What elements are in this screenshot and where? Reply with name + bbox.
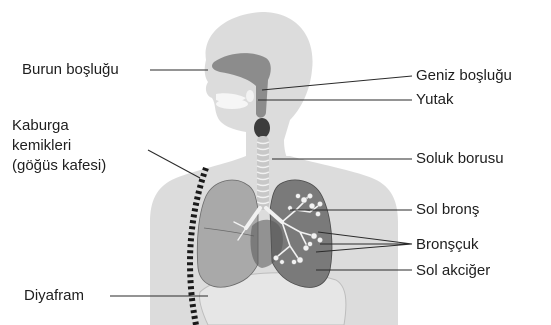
- label-sol-brons: Sol bronş: [416, 200, 479, 219]
- label-kaburga-line-1: Kaburga: [12, 116, 106, 136]
- leader-kaburga: [148, 150, 200, 178]
- label-kaburga-kemikleri: Kaburga kemikleri (göğüs kafesi): [12, 116, 106, 176]
- label-bronscuk: Bronşçuk: [416, 235, 479, 254]
- label-soluk-borusu: Soluk borusu: [416, 149, 504, 168]
- label-kaburga-line-3: (göğüs kafesi): [12, 156, 106, 176]
- trachea: [257, 136, 269, 210]
- label-sol-akciger: Sol akciğer: [416, 261, 490, 280]
- pharynx-blob: [246, 90, 254, 102]
- label-diyafram: Diyafram: [24, 286, 84, 305]
- label-burun-boslugu: Burun boşluğu: [22, 60, 119, 79]
- label-geniz-boslugu: Geniz boşluğu: [416, 66, 512, 85]
- tongue-shape: [216, 99, 248, 109]
- right-lung: [197, 180, 258, 287]
- larynx-shape: [254, 118, 270, 138]
- label-yutak: Yutak: [416, 90, 454, 109]
- label-kaburga-line-2: kemikleri: [12, 136, 106, 156]
